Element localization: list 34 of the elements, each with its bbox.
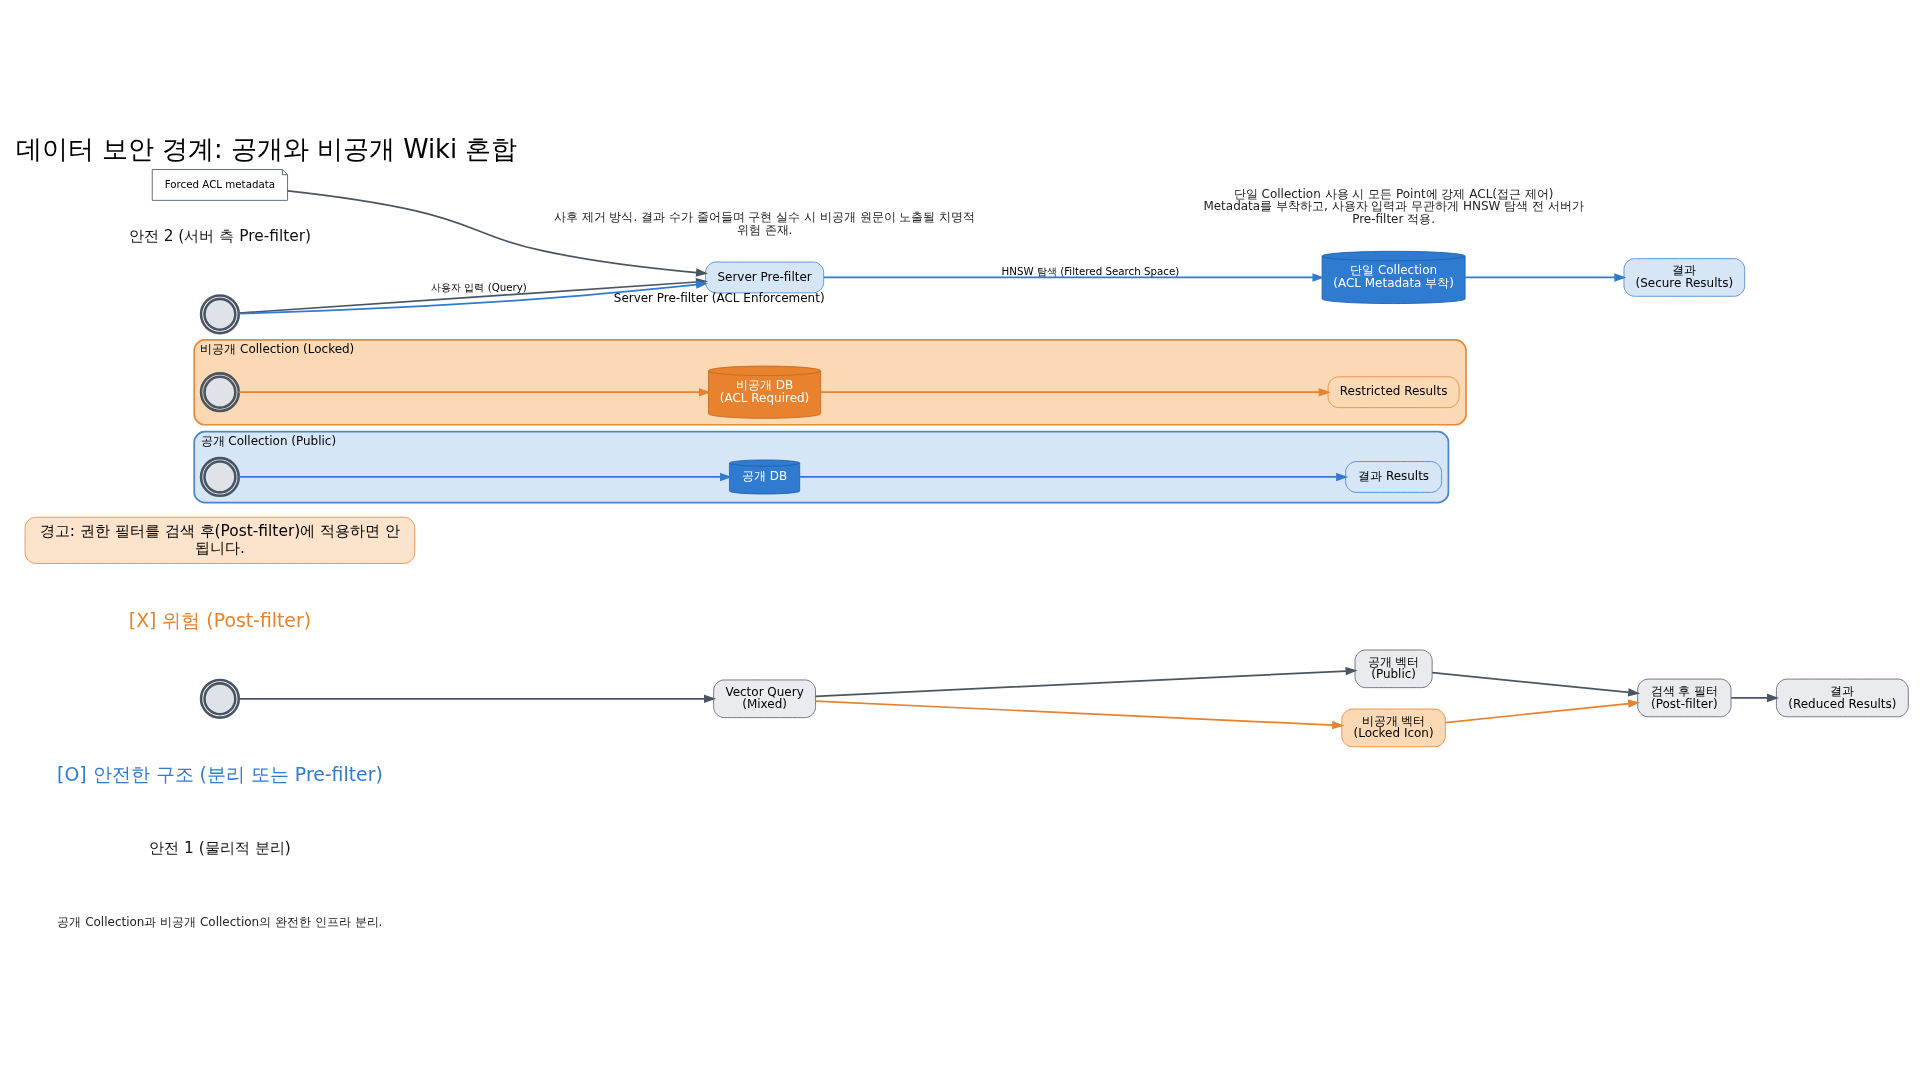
node-box: 검색 후 필터 (Post-filter) (1637, 678, 1732, 717)
arrow (819, 387, 1331, 396)
edge-label: HNSW 탐색 (Filtered Search Space) (1001, 264, 1180, 277)
arrow (814, 666, 1358, 697)
arrow (238, 472, 733, 481)
arrow (1431, 671, 1641, 697)
arrow (823, 272, 1325, 282)
node-box: Server Pre-filter (705, 261, 825, 293)
arrow (1464, 272, 1627, 282)
label: 공개 Collection과 비공개 Collection의 완전한 인프라 분리. (57, 914, 383, 929)
node-box: 비공개 벡터 (Locked Icon) (1341, 708, 1446, 747)
label: 사후 제거 방식. 결과 수가 줄어들며 구현 실수 시 비공개 원문이 노출될 치명적 위험 존재. (553, 209, 976, 237)
node-label: Server Pre-filter (ACL Enforcement) (613, 290, 825, 305)
arrow (238, 387, 711, 396)
arrow (1730, 693, 1779, 702)
node-box: Vector Query (Mixed) (713, 679, 816, 718)
arrow (814, 699, 1345, 729)
label: [O] 안전한 구조 (분리 또는 Pre-filter) (57, 763, 383, 785)
label: [X] 위험 (Post-filter) (128, 609, 312, 631)
arrow (238, 694, 717, 703)
label: 안전 1 (물리적 분리) (149, 838, 291, 857)
node-box: 결과 (Reduced Results) (1775, 678, 1909, 717)
diagram-title: 데이터 보안 경계: 공개와 비공개 Wiki 혼합 (15, 133, 518, 164)
node-box: 결과 (Secure Results) (1623, 257, 1746, 297)
edge-label: 사용자 입력 (Query) (431, 280, 527, 293)
node-box: 공개 벡터 (Public) (1354, 649, 1433, 688)
arrow (1444, 699, 1641, 723)
label: 단일 Collection 사용 시 모든 Point에 강제 ACL(접근 제어) Metadata를 부착하고, 사용자 입력과 무관하게 HNSW 탐색 전 서버가 Pre-filter 적용. (1203, 186, 1584, 226)
node-box: Restricted Results (1327, 375, 1460, 408)
label: 안전 2 (서버 측 Pre-filter) (128, 226, 312, 245)
arrow (798, 472, 1349, 481)
arrow (286, 189, 708, 277)
node-box: 경고: 권한 필터를 검색 후(Post-filter)에 적용하면 안 됩니다. (24, 516, 416, 564)
node-box: 결과 Results (1345, 460, 1442, 493)
